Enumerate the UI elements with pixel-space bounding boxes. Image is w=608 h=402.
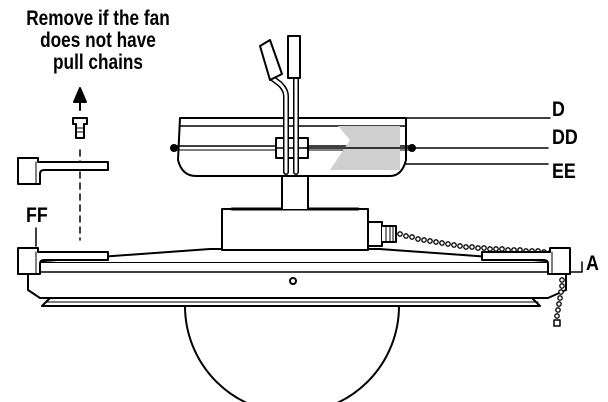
removal-instruction: Remove if the fan does not have pull cha… — [18, 8, 179, 74]
light-globe — [184, 305, 400, 402]
right-bracket — [481, 247, 571, 275]
plate-screw-hole — [289, 277, 297, 285]
switch-housing — [221, 208, 369, 251]
instruction-line-2: does not have — [40, 29, 156, 52]
label-ff: FF — [26, 204, 48, 227]
left-bracket — [17, 247, 109, 275]
up-arrow — [73, 87, 87, 103]
label-ee: EE — [552, 160, 576, 183]
instruction-line-1: Remove if the fan — [26, 7, 170, 30]
upper-bracket — [17, 157, 109, 185]
wire-nut-left — [259, 39, 283, 81]
mounting-plate — [27, 261, 567, 299]
wire-nut-right — [287, 35, 301, 79]
label-d: D — [552, 98, 565, 121]
instruction-line-3: pull chains — [53, 51, 143, 74]
pull-chain-switch — [367, 221, 383, 247]
label-dd: DD — [552, 126, 578, 149]
label-a: A — [586, 252, 599, 275]
